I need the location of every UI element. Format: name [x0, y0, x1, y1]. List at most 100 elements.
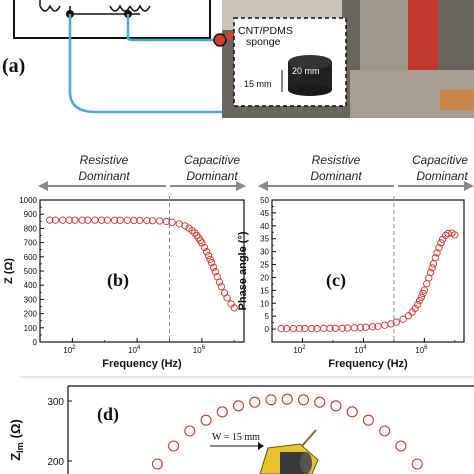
data-point [65, 216, 73, 224]
x-tick-label: 102 [63, 345, 76, 355]
data-point [130, 216, 138, 225]
data-point [435, 244, 443, 252]
data-point [277, 324, 285, 333]
data-point [444, 229, 452, 238]
y-tick-label: 0 [33, 338, 38, 347]
lead-wire [301, 429, 317, 447]
arrowhead-right-icon [258, 442, 264, 450]
sponge-width-label: 20 mm [292, 66, 320, 76]
panel-label: (c) [326, 270, 346, 291]
cable-wire [126, 14, 220, 42]
data-point [411, 304, 419, 313]
data-point [320, 324, 328, 332]
sponge-inset-title: CNT/PDMS sponge [238, 25, 296, 48]
data-point [413, 300, 422, 309]
sponge-sample-icon [288, 55, 332, 96]
data-point [191, 229, 199, 237]
y-tick-label: 200 [47, 457, 64, 468]
data-point [162, 217, 171, 226]
data-point [202, 248, 211, 256]
data-point [338, 324, 346, 332]
data-point [84, 216, 92, 224]
x-axis-label: Frequency (Hz) [328, 358, 408, 370]
y-tick-label: 400 [24, 281, 38, 290]
data-point [168, 440, 180, 452]
y-tick-label: 40 [260, 222, 269, 231]
data-point [429, 260, 438, 268]
data-point [215, 278, 224, 286]
y-tick-label: 500 [24, 267, 38, 276]
y-tick-label: 100 [24, 324, 38, 333]
y-tick-label: 800 [24, 224, 38, 233]
y-tick-label: 200 [24, 310, 38, 319]
data-point [91, 216, 99, 224]
data-point [295, 324, 304, 333]
y-tick-label: 10 [260, 299, 269, 308]
data-point [428, 264, 436, 272]
data-point [356, 323, 365, 332]
x-tick-label: 106 [193, 345, 206, 355]
data-point [181, 222, 189, 230]
arrowhead-left-icon [258, 181, 268, 191]
y-tick-label: 700 [24, 239, 38, 248]
data-point [314, 396, 326, 408]
y-tick-label: 300 [24, 295, 38, 304]
plot-frame [271, 199, 465, 343]
data-point [399, 315, 407, 323]
photo-copper-pad [440, 90, 474, 110]
width-label: W = 15 mm [212, 432, 260, 443]
data-point [433, 249, 441, 257]
arrowhead-left-icon [38, 181, 48, 191]
data-point [136, 216, 144, 225]
panel-a: CNT/PDMS sponge 20 mm 15 mm (a) [2, 0, 474, 118]
data-point [51, 216, 60, 224]
data-point [204, 252, 213, 260]
data-point [200, 243, 209, 252]
data-point [350, 324, 358, 332]
y-tick-label: 5 [265, 312, 270, 321]
data-point [116, 216, 124, 224]
data-point [265, 394, 277, 406]
data-point [297, 394, 310, 406]
data-point [216, 406, 228, 418]
data-point [206, 255, 214, 264]
data-point [71, 216, 79, 224]
arrowhead-right-icon [236, 181, 246, 191]
data-point [78, 216, 86, 224]
data-point [217, 282, 226, 291]
x-tick-label: 104 [128, 345, 141, 355]
y-tick-label: 20 [260, 273, 269, 282]
data-point [156, 217, 164, 225]
sponge-height-label: 15 mm [244, 79, 272, 89]
data-point [58, 216, 67, 224]
data-point [404, 312, 413, 320]
data-point [368, 323, 377, 331]
data-point [326, 324, 334, 332]
y-tick-label: 50 [260, 196, 269, 205]
data-point [123, 216, 132, 224]
data-point [420, 286, 429, 294]
x-tick-label: 106 [415, 345, 428, 355]
data-point [437, 239, 445, 247]
sensor-cylinder-icon [259, 429, 319, 474]
data-point [207, 259, 216, 267]
photo-red-probe [213, 33, 227, 47]
data-point [411, 458, 423, 470]
data-point [184, 425, 196, 437]
data-point [103, 216, 111, 224]
sponge-body [280, 452, 306, 474]
data-point [223, 294, 231, 302]
data-point [362, 414, 374, 426]
y-tick-label: 45 [260, 209, 269, 218]
data-point [151, 458, 163, 470]
panel-label: (d) [97, 404, 119, 425]
data-point [209, 263, 218, 272]
data-point [379, 425, 391, 437]
data-point [346, 406, 358, 418]
